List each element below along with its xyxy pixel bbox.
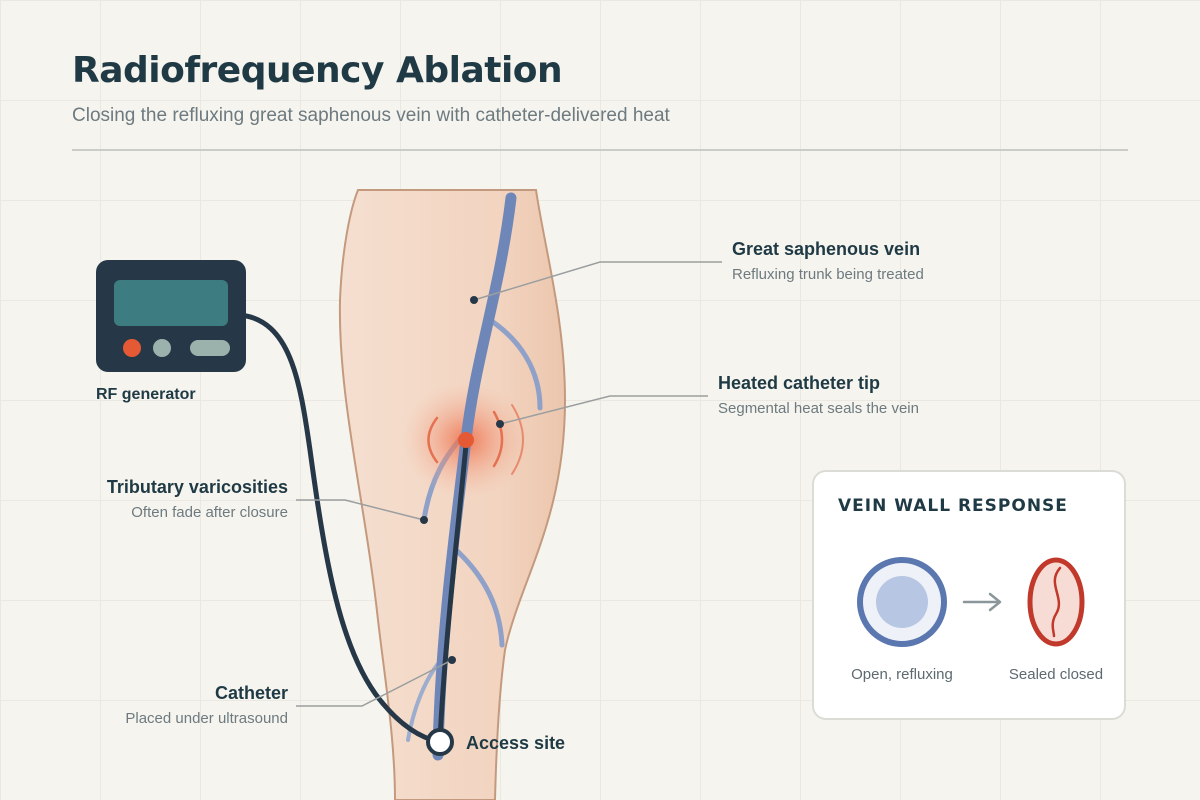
leader-gsv <box>473 261 722 301</box>
callout-catheter-title: Catheter <box>214 683 288 703</box>
callout-gsv-title: Great saphenous vein <box>732 239 921 259</box>
panel-title: VEIN WALL RESPONSE <box>838 496 1068 516</box>
leader-tributary <box>296 499 425 521</box>
leader-tributary-dot <box>420 516 428 524</box>
heat-wave-right-outer <box>511 404 524 475</box>
generator-screen <box>114 280 228 326</box>
leader-gsv-dot <box>470 296 478 304</box>
callout-tributary: Tributary varicosities Often fade after … <box>107 477 288 521</box>
sealed-vein-seam <box>1051 566 1062 638</box>
tributary-upper <box>487 317 543 411</box>
page-subtitle: Closing the refluxing great saphenous ve… <box>72 105 670 126</box>
access-site-label: Access site <box>466 733 566 753</box>
rf-generator-label: RF generator <box>96 386 196 403</box>
callout-tributary-title: Tributary varicosities <box>106 477 288 497</box>
callout-tip: Heated catheter tip Segmental heat seals… <box>718 373 919 417</box>
callout-gsv: Great saphenous vein Refluxing trunk bei… <box>732 239 924 283</box>
catheter-line <box>437 442 469 743</box>
callout-tributary-desc: Often fade after closure <box>131 504 288 521</box>
open-state-label: Open, refluxing <box>851 666 953 683</box>
generator-button-red <box>123 339 141 357</box>
open-vein-lumen <box>876 576 928 628</box>
catheter-tip <box>458 432 474 448</box>
generator-cable <box>237 312 443 745</box>
leader-tip-dot <box>496 420 504 428</box>
callout-tip-title: Heated catheter tip <box>718 373 881 393</box>
sealed-vein-outer <box>1027 557 1085 647</box>
leader-catheter-dot <box>448 656 456 664</box>
generator-button-gray <box>153 339 171 357</box>
leader-tip <box>499 395 708 425</box>
callout-catheter-desc: Placed under ultrasound <box>125 710 288 727</box>
callout-gsv-desc: Refluxing trunk being treated <box>732 266 924 283</box>
closed-state-label: Sealed closed <box>1008 666 1104 683</box>
heat-wave-left <box>427 416 439 464</box>
header-divider <box>72 149 1128 151</box>
page-title: Radiofrequency Ablation <box>72 50 563 91</box>
vein-wall-panel: VEIN WALL RESPONSE Open, refluxing Seale… <box>812 470 1126 720</box>
access-site-marker <box>426 728 454 756</box>
generator-slider <box>190 340 230 356</box>
callout-tip-desc: Segmental heat seals the vein <box>718 400 919 417</box>
callout-catheter: Catheter Placed under ultrasound <box>125 683 288 727</box>
heat-wave-right-inner <box>492 410 504 468</box>
arrow-icon <box>962 592 1002 612</box>
leader-catheter <box>296 659 453 707</box>
vein-wall-illustration <box>857 557 1085 647</box>
tributary-lower <box>451 545 505 648</box>
